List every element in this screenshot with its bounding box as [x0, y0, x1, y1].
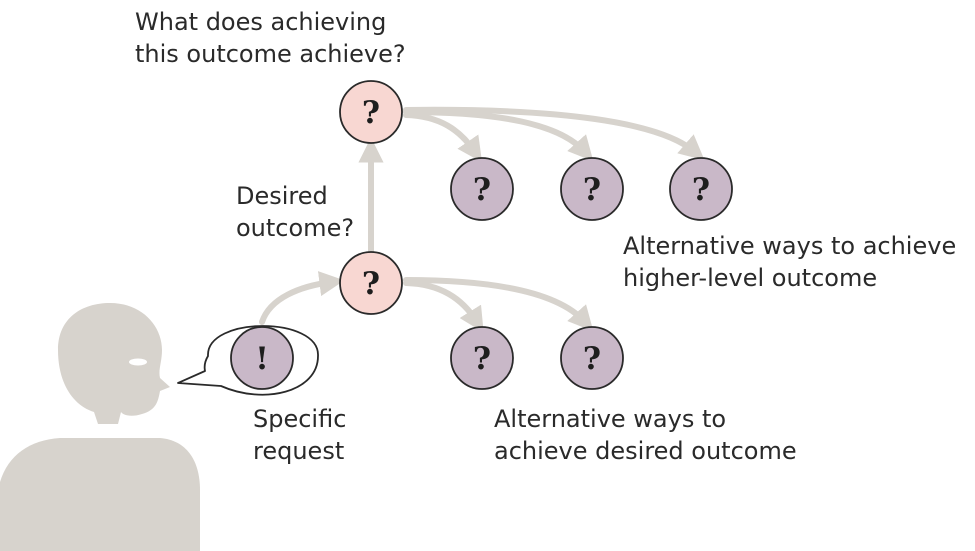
- node-higher-alternative-3: ?: [669, 157, 733, 221]
- svg-text:?: ?: [583, 172, 601, 208]
- svg-text:?: ?: [583, 341, 601, 377]
- svg-text:?: ?: [692, 172, 710, 208]
- node-higher-alternative-1: ?: [450, 157, 514, 221]
- label-specific-request: Specific request: [253, 405, 347, 465]
- label-desired-outcome: Desired outcome?: [236, 182, 355, 242]
- arrow-request-to-outcome: [259, 271, 345, 325]
- label-desired-alternatives: Alternative ways to achieve desired outc…: [494, 405, 797, 465]
- node-specific-request: !: [230, 326, 294, 390]
- person-eye: [129, 358, 147, 366]
- svg-text:!: !: [255, 341, 269, 377]
- node-higher-alternative-2: ?: [560, 157, 624, 221]
- node-desired-outcome: ?: [339, 251, 403, 315]
- arrow-higher-to-alternative-3: [403, 106, 705, 161]
- arrow-outcome-to-alternative-2: [403, 277, 594, 332]
- person-silhouette-icon: [0, 303, 200, 551]
- arrow-outcome-to-alternative-1: [403, 280, 484, 333]
- label-top-question: What does achieving this outcome achieve…: [135, 8, 406, 68]
- svg-text:?: ?: [362, 95, 380, 131]
- svg-text:?: ?: [362, 266, 380, 302]
- node-higher-outcome: ?: [339, 80, 403, 144]
- arrow-higher-to-alternative-1: [403, 112, 483, 163]
- svg-text:?: ?: [473, 341, 491, 377]
- node-desired-alternative-2: ?: [560, 326, 624, 390]
- label-higher-alternatives: Alternative ways to achieve higher-level…: [623, 232, 957, 292]
- svg-text:?: ?: [473, 172, 491, 208]
- node-desired-alternative-1: ?: [450, 326, 514, 390]
